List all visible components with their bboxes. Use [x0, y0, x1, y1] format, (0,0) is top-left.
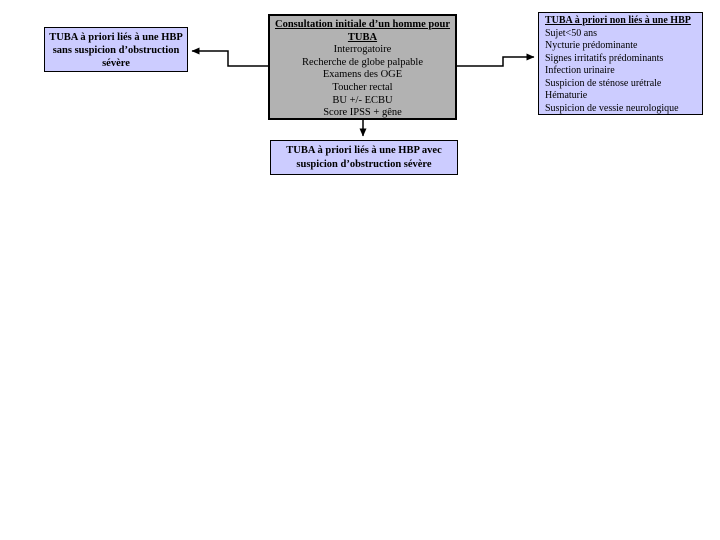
criterion-item: Hématurie [545, 90, 588, 101]
right-box-not-hbp: TUBA à priori non liés à une HBP Sujet<5… [538, 12, 703, 115]
bottom-box-hbp-severe-obstruction: TUBA à priori liés à une HBP avec suspic… [270, 140, 458, 175]
criterion-item: Signes irritatifs prédominants [545, 52, 664, 64]
right-box-title: TUBA à priori non liés à une HBP [545, 15, 691, 26]
connector-center-to-right-box [456, 53, 535, 67]
left-box-text-line: TUBA à priori liés à une HBP [49, 32, 183, 43]
left-box-text-line: sévère [102, 58, 130, 69]
left-box-text-line: sans suspicion d’obstruction [52, 45, 180, 56]
exam-step: BU +/- ECBU [332, 94, 393, 106]
left-box-hbp-no-severe-obstruction: TUBA à priori liés à une HBP sans suspic… [44, 27, 188, 72]
exam-step: Recherche de globe palpable [302, 56, 423, 68]
exam-step: Examens des OGE [322, 69, 403, 81]
criterion-item: Infection urinaire [545, 65, 615, 76]
center-box-title-line2: TUBA [347, 31, 378, 43]
criterion-item: Sujet<50 ans [545, 27, 598, 39]
bottom-box-text-line: suspicion d’obstruction sévère [296, 158, 432, 170]
criterion-item: Suspicion de sténose urétrale [545, 77, 662, 89]
criterion-item: Suspicion de vessie neurologique [545, 102, 679, 114]
connector-center-to-left-box [191, 47, 268, 67]
criterion-item: Nycturie prédominante [545, 40, 638, 51]
center-box-consultation: Consultation initiale d’un homme pour TU… [268, 14, 457, 120]
center-box-title-line1: Consultation initiale d’un homme pour [274, 19, 451, 30]
bottom-box-text-line: TUBA à priori liés à une HBP avec [286, 145, 442, 156]
exam-step: Toucher rectal [332, 81, 393, 93]
exam-step: Score IPSS + gêne [323, 107, 402, 119]
exam-step: Interrogatoire [333, 44, 392, 56]
